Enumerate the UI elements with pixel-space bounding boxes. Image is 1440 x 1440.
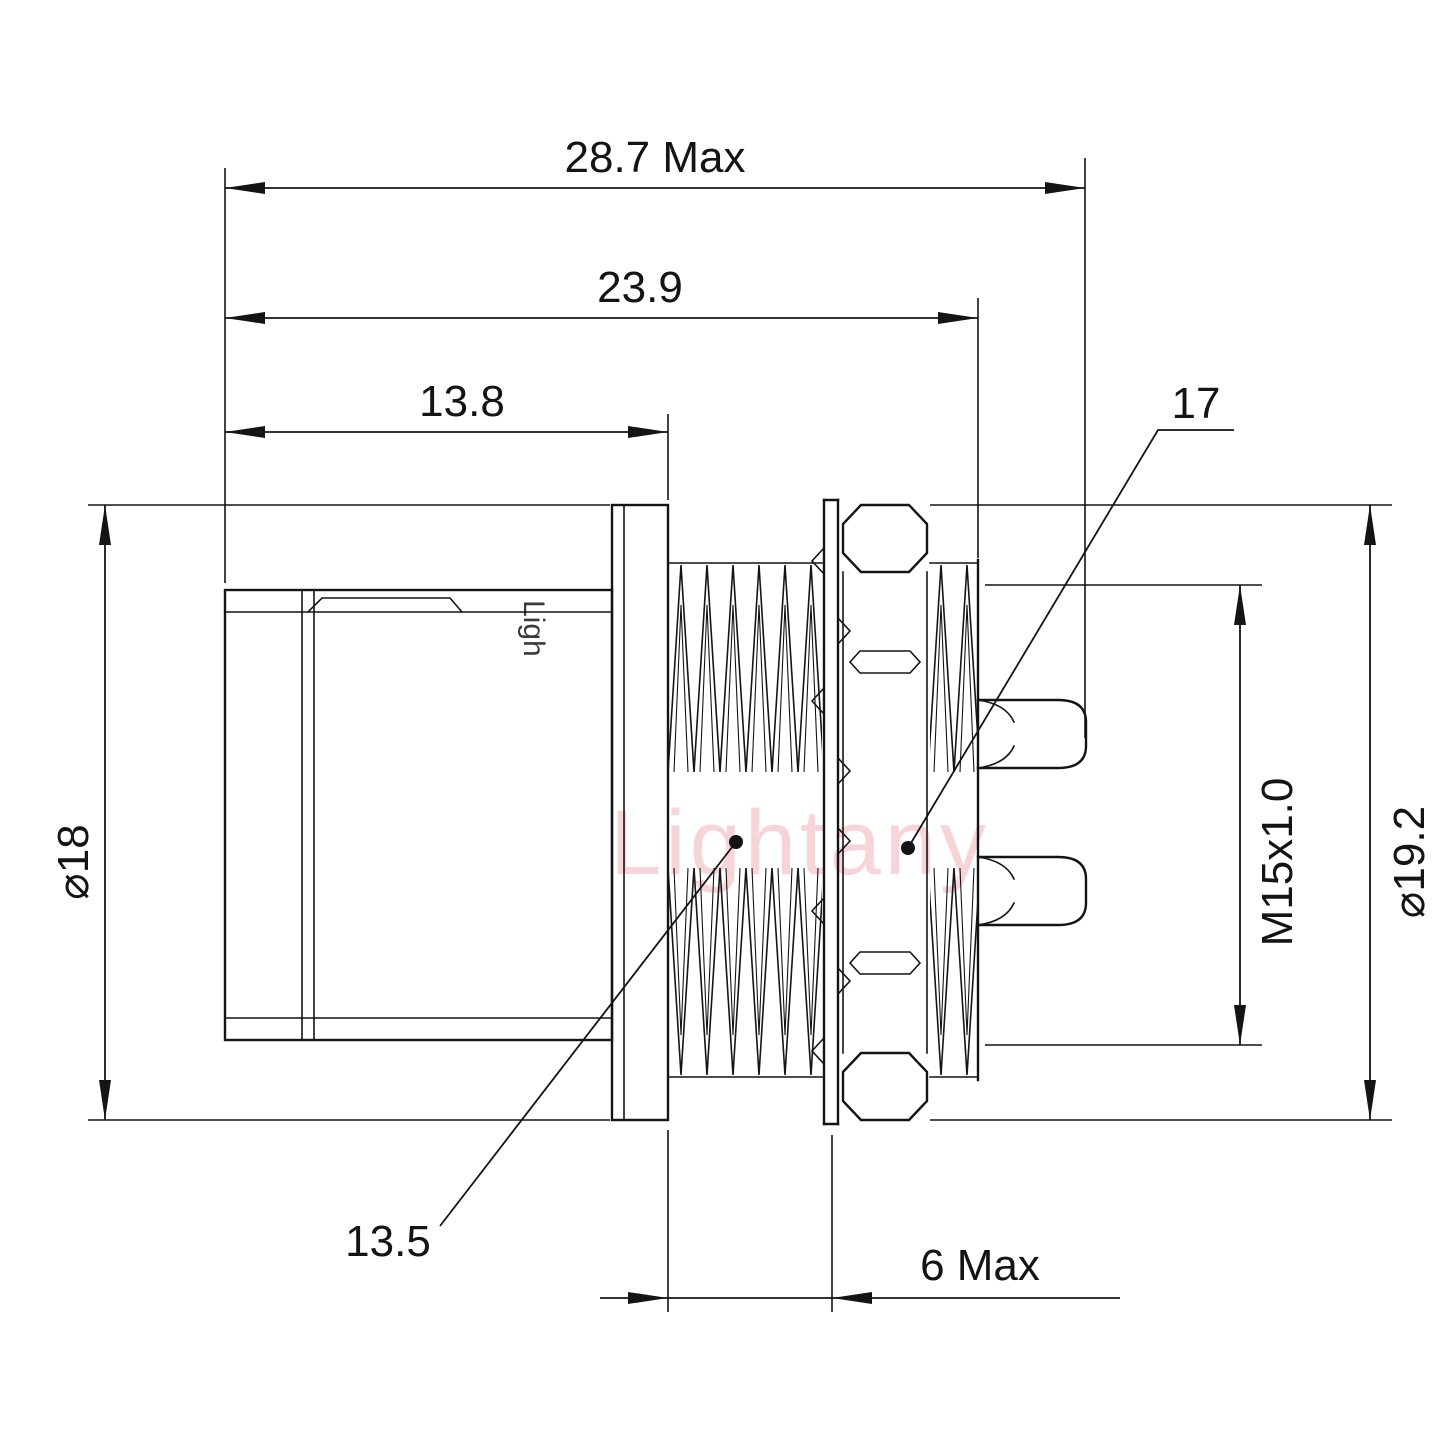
thread-front-section (667, 562, 823, 1078)
connector-drawing (223, 498, 1088, 1126)
body-brand-mark: Ligh (517, 600, 550, 657)
callout-label-nut: 17 (1172, 379, 1221, 428)
dimension-length-to-rear-face: 23.9 (225, 263, 978, 324)
leader-dot-nut (901, 841, 915, 855)
leader-dot-body (729, 835, 743, 849)
dimension-nut-diameter: ⌀19.2 (1364, 505, 1434, 1120)
dimension-front-body-length: 13.8 (225, 377, 668, 438)
lock-washer (810, 498, 852, 1126)
extension-lines (88, 158, 1392, 1312)
callout-label-body: 13.5 (345, 1217, 431, 1266)
mounting-flange (610, 503, 670, 1122)
dim-label-body-diameter: ⌀18 (49, 824, 98, 899)
thread-rear-section (929, 558, 980, 1082)
dim-label-panel-thickness: 6 Max (920, 1241, 1040, 1290)
rear-contacts (976, 698, 1088, 927)
callout-nut: 17 (901, 379, 1234, 855)
dimension-overall-length: 28.7 Max (225, 133, 1085, 194)
dim-label-thread-spec: M15x1.0 (1253, 778, 1302, 947)
dim-label-length-to-rear-face: 23.9 (597, 263, 683, 312)
dim-label-nut-diameter: ⌀19.2 (1385, 806, 1434, 918)
dim-label-overall-length: 28.7 Max (565, 133, 746, 182)
dimension-thread-spec: M15x1.0 (1234, 585, 1302, 1045)
hex-nut (841, 503, 929, 1122)
dim-label-front-body-length: 13.8 (419, 377, 505, 426)
callout-body: 13.5 (345, 835, 743, 1266)
dimension-body-diameter: ⌀18 (49, 505, 111, 1120)
connector-body (223, 588, 614, 1042)
dimension-panel-thickness: 6 Max (600, 1241, 1120, 1304)
